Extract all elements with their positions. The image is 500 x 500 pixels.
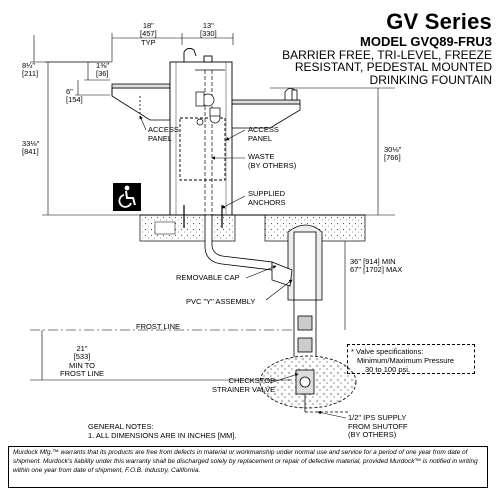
label-waste: WASTE (BY OTHERS)	[248, 152, 297, 170]
notes-heading: GENERAL NOTES:	[88, 422, 154, 431]
valve-assembly	[195, 69, 225, 215]
description-line-2: RESISTANT, PEDESTAL MOUNTED	[294, 60, 492, 75]
left-bowl	[111, 83, 171, 121]
dim-bowl-width: 18" [457] TYP	[140, 21, 157, 47]
warranty-footer: Murdock Mfg.™ warrants that its products…	[8, 446, 488, 488]
model-number: MODEL GVQ89-FRU3	[360, 34, 492, 50]
label-frost-line: FROST LINE	[136, 322, 181, 331]
right-bowl	[231, 88, 301, 129]
top-dimensions	[111, 33, 234, 62]
label-supplied-anchors: SUPPLIED ANCHORS	[248, 189, 286, 207]
description-line-1: BARRIER FREE, TRI-LEVEL, FREEZE	[282, 47, 492, 62]
left-dimensions	[30, 35, 140, 216]
label-pvc-assembly: PVC "Y" ASSEMBLY	[186, 297, 256, 306]
dim-pedestal-width: 13" [330]	[200, 21, 217, 39]
valve-spec-box: * Valve specifications: Minimum/Maximum …	[347, 344, 475, 374]
label-removable-cap: REMOVABLE CAP	[176, 273, 240, 282]
title-block: GV Series MODEL GVQ89-FRU3 BARRIER FREE,…	[282, 10, 492, 87]
spec-line-3: 30 to 100 psi.	[365, 365, 411, 374]
series-title: GV Series	[386, 9, 492, 34]
buried-assembly	[259, 224, 357, 413]
dim-low-bowl: 6" [154]	[66, 87, 83, 105]
description-line-3: DRINKING FOUNTAIN	[369, 72, 492, 87]
dim-right-height: 30⅛" [766]	[384, 145, 402, 163]
pedestal	[169, 47, 233, 216]
label-checkstop: CHECKSTOP STRAINER VALVE	[212, 376, 276, 394]
spec-line-1: * Valve specifications:	[351, 347, 424, 356]
general-notes: GENERAL NOTES: 1. ALL DIMENSIONS ARE IN …	[88, 422, 237, 441]
label-supply: 1/2" IPS SUPPLY FROM SHUTOFF (BY OTHERS)	[348, 413, 408, 440]
dim-high-spout: 8¼" [211]	[22, 61, 39, 79]
spec-line-2: Minimum/Maximum Pressure	[357, 356, 455, 365]
label-access-panel-left: ACCESS PANEL	[148, 125, 179, 143]
dim-frost-depth: 21" [533] MIN TO FROST LINE	[60, 344, 105, 378]
dim-small-offset: 1⅜" [36]	[96, 61, 110, 79]
frost-line	[30, 241, 346, 381]
dim-left-height: 33⅛" [841]	[22, 139, 40, 157]
leader-lines	[139, 115, 347, 419]
wheelchair-icon	[113, 183, 141, 211]
notes-item-1: 1. ALL DIMENSIONS ARE IN INCHES [MM].	[88, 431, 237, 441]
dim-bury-depth: 36" [914] MIN 67" [1702] MAX	[350, 257, 403, 275]
label-access-panel-right: ACCESS PANEL	[248, 125, 279, 143]
